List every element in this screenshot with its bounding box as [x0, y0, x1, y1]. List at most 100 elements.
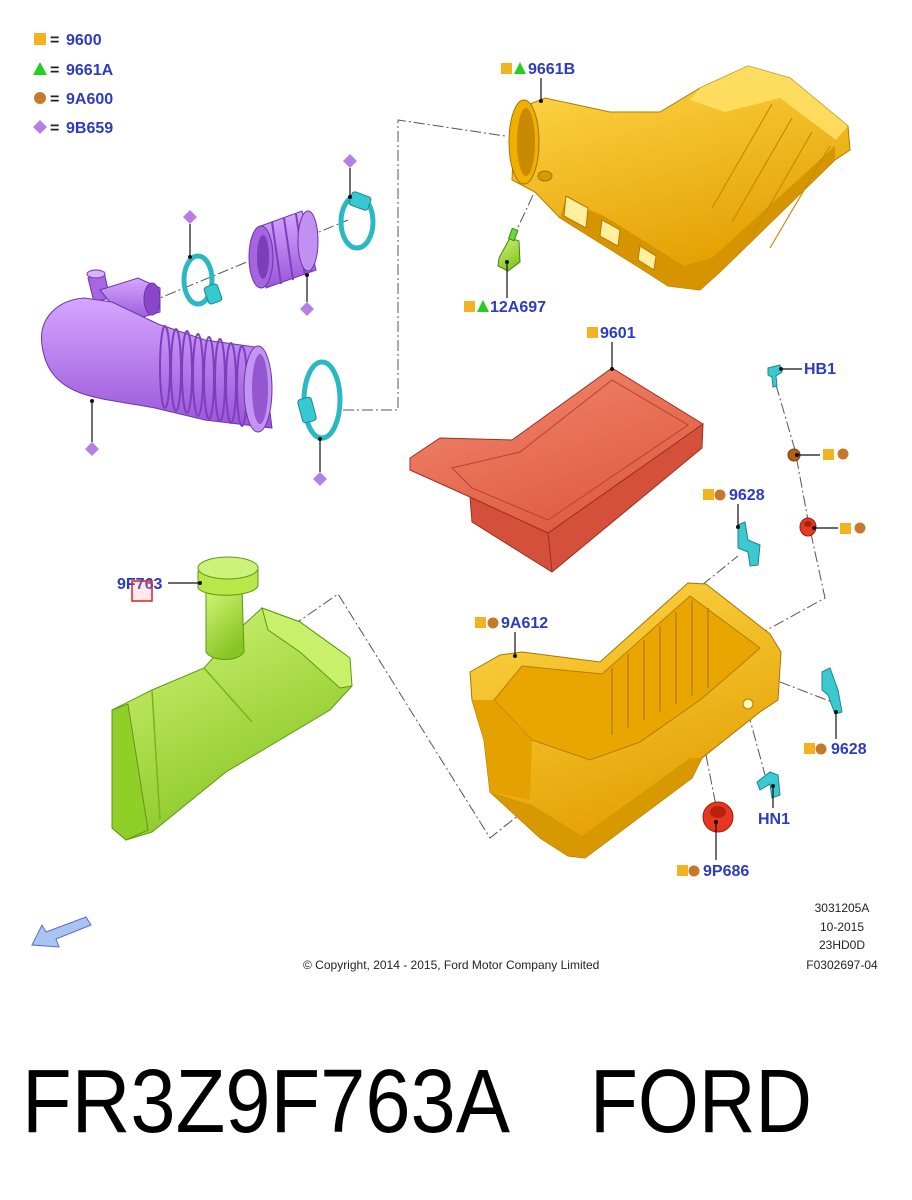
- square-icon: [840, 523, 851, 534]
- diamond-icon: [85, 442, 99, 456]
- leader-dot: [812, 526, 816, 530]
- assembly-line-box-to-upper-clip: [701, 555, 739, 586]
- assembly-line-box-to-lower-clip: [761, 674, 833, 703]
- legend-equals: =: [50, 32, 59, 49]
- legend-equals: =: [50, 120, 59, 137]
- leader-dot: [318, 437, 322, 441]
- air-cleaner-box: [469, 582, 782, 859]
- legend-code: 9661A: [66, 62, 114, 79]
- box-mount-hole: [742, 698, 754, 710]
- square-icon: [501, 63, 512, 74]
- filter-media-outline: [451, 379, 689, 521]
- legend-item-diamond: = 9B659: [33, 120, 113, 137]
- duct-snorkel-top: [197, 556, 259, 580]
- view-direction-arrow-icon: [31, 916, 92, 948]
- leader-dot: [505, 260, 509, 264]
- sensor-body: [497, 237, 521, 272]
- box-interior-ribs: [611, 600, 709, 735]
- illustration-date: 10-2015: [820, 920, 864, 934]
- duct-inlet-face: [111, 703, 149, 841]
- duct-neck: [205, 587, 245, 660]
- clamp-screw-housing: [348, 191, 372, 211]
- filter-flange: [409, 367, 704, 534]
- hose-rib: [214, 338, 226, 422]
- leader-dot: [779, 367, 783, 371]
- hose-rib: [170, 328, 182, 412]
- grommet-hole: [804, 521, 812, 527]
- hose-rib: [225, 342, 237, 424]
- leader-dot: [90, 399, 94, 403]
- callout-diamond-clamp-left: [183, 210, 197, 259]
- filter-edge: [547, 532, 553, 573]
- diamond-icon: [33, 120, 47, 134]
- air-filter-element: [409, 367, 704, 573]
- assembly-line-cover-to-clamp: [343, 119, 506, 411]
- triangle-icon: [514, 62, 526, 74]
- circle-icon: [714, 489, 726, 501]
- square-icon: [464, 301, 475, 312]
- box-left-wall: [472, 700, 532, 800]
- leader-dot: [513, 654, 517, 658]
- intake-air-sensor: [497, 227, 521, 272]
- small-grommet: [799, 517, 817, 537]
- assembly-line-box-to-grommet: [705, 754, 717, 807]
- hose-coupler: [248, 210, 319, 289]
- circle-icon: [487, 617, 499, 629]
- diamond-icon: [300, 302, 314, 316]
- callout-cover: 9661B: [501, 61, 575, 103]
- callout-label: HB1: [804, 361, 836, 378]
- callout-diamond-clamp-right: [343, 154, 357, 199]
- callout-duct: 9F763: [117, 576, 202, 602]
- grommet-hole: [710, 806, 726, 818]
- square-icon: [703, 489, 714, 500]
- legend-code: 9A600: [66, 91, 113, 108]
- circle-icon: [815, 743, 827, 755]
- bracket-hn1: [756, 771, 781, 799]
- circle-icon: [854, 522, 866, 534]
- leader-dot: [795, 453, 799, 457]
- sensor-tip: [507, 227, 519, 242]
- square-icon: [475, 617, 486, 628]
- hose-nipple-top: [86, 269, 106, 279]
- diamond-icon: [183, 210, 197, 224]
- assembly-line-box-to-bracket: [747, 711, 766, 776]
- square-icon: [677, 865, 688, 876]
- leader-dot: [348, 195, 352, 199]
- callout-clip-lower: 9628: [804, 710, 867, 758]
- clip-lower: [821, 667, 843, 715]
- leader-dot: [188, 255, 192, 259]
- triangle-icon: [477, 300, 489, 312]
- box-front-face: [490, 758, 702, 858]
- diamond-icon: [343, 154, 357, 168]
- legend-code: 9600: [66, 32, 102, 49]
- callout-diamond-clamp-outlet: [313, 437, 327, 486]
- leader-dot: [736, 525, 740, 529]
- callout-grommet: 9P686: [677, 820, 749, 880]
- clip-upper: [737, 521, 761, 567]
- leader-dot: [771, 784, 775, 788]
- duct-ridge: [151, 667, 253, 821]
- hose-rib: [192, 333, 204, 417]
- hose-clamp-left: [181, 253, 223, 307]
- circle-icon: [688, 865, 700, 877]
- legend-equals: =: [50, 62, 59, 79]
- cover-top-face: [690, 66, 848, 140]
- illustration-file-code: F0302697-04: [806, 958, 878, 972]
- assembly-line-duct-to-box: [291, 593, 521, 839]
- hose-outlet-opening: [252, 354, 268, 424]
- callout-bracket: HN1: [758, 784, 790, 828]
- hose-rib: [181, 330, 193, 414]
- illustration-code: 3031205A: [815, 901, 870, 915]
- cover-clip: [599, 219, 621, 247]
- callout-label: 12A697: [490, 299, 546, 316]
- cover-clip: [563, 195, 589, 229]
- square-icon: [34, 33, 46, 45]
- leader-dot: [714, 820, 718, 824]
- clamp-screw-housing: [203, 283, 223, 305]
- callout-label: 9628: [729, 487, 765, 504]
- cover-inlet-opening: [517, 108, 535, 176]
- callout-nut: [795, 448, 849, 460]
- triangle-icon: [33, 62, 47, 75]
- air-inlet-duct: [111, 556, 353, 841]
